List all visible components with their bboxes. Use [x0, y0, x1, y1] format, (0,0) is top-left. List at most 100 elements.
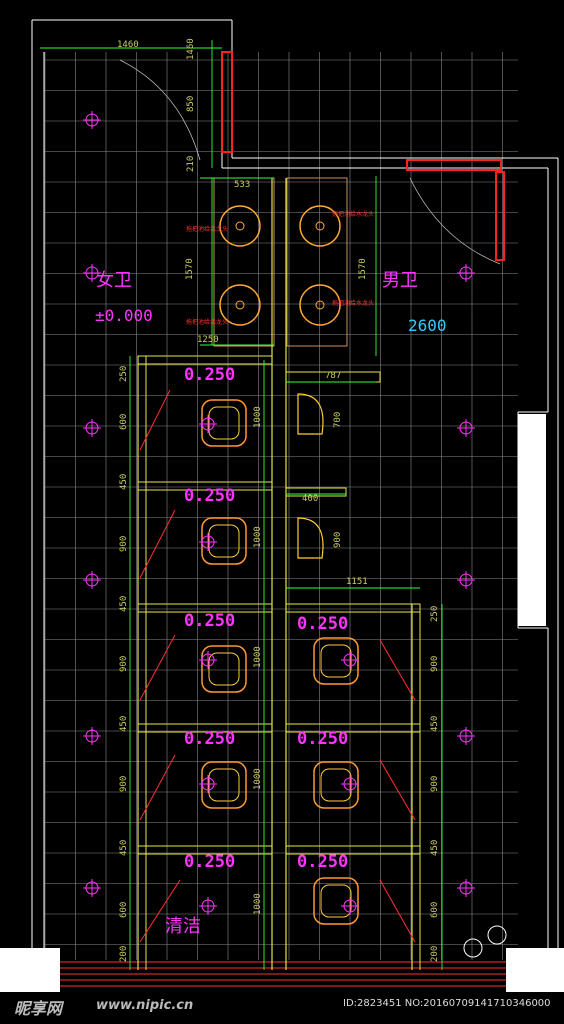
dimension-lines: [40, 40, 506, 1003]
dimension-text: 533: [234, 180, 251, 190]
dimension-text: 1460: [186, 38, 196, 60]
watermark-id: ID:2823451 NO:20160709141710346000: [343, 998, 551, 1009]
sink-counter: [286, 177, 348, 347]
dimension-text: 210: [186, 155, 196, 172]
dimension-text: 1000: [253, 768, 263, 790]
squat-toilet: [208, 768, 240, 802]
squat-toilet: [320, 644, 352, 678]
dimension-text: 450: [119, 473, 129, 490]
dimension-text: 450: [119, 715, 129, 732]
dimension-text: 1000: [253, 526, 263, 548]
dimension-text: 600: [430, 901, 440, 918]
stall-door: [139, 509, 176, 579]
stall-level-label: 0.250: [184, 729, 236, 749]
mop-sink: [463, 938, 483, 958]
dimension-text: 1000: [253, 406, 263, 428]
squat-toilet: [313, 637, 359, 685]
squat-toilet: [208, 652, 240, 686]
watermark-bar: [0, 992, 564, 1024]
squat-toilet: [201, 645, 247, 693]
dimension-text: 1460: [117, 40, 139, 50]
stall-level-label: 0.250: [184, 611, 236, 631]
dimension-text: 1000: [253, 646, 263, 668]
washbasin: [299, 205, 341, 247]
dimension-text: 400: [302, 494, 319, 504]
squat-toilet: [320, 768, 352, 802]
column-block: [518, 414, 546, 626]
sink-note: 拖把池给水龙头: [332, 300, 375, 307]
sink-note: 拖把池给水龙头: [186, 319, 229, 326]
column-block: [0, 948, 60, 992]
urinal-screen: [285, 487, 347, 497]
dimension-text: 1570: [358, 258, 368, 280]
dimension-text: 900: [119, 775, 129, 792]
dimension-text: 200: [430, 945, 440, 962]
stall-door: [139, 389, 171, 451]
dimension-text: 1000: [253, 893, 263, 915]
dimension-text: 450: [119, 839, 129, 856]
dimension-text: 787: [325, 371, 342, 381]
stall-level-label: 0.250: [297, 614, 349, 634]
dimension-text: 600: [119, 413, 129, 430]
washbasin: [299, 284, 341, 326]
walls: [0, 19, 564, 992]
dimension-text: 250: [430, 605, 440, 622]
dimension-text: 900: [430, 775, 440, 792]
washbasin-drain: [315, 221, 325, 231]
floor-level-label: ±0.000: [95, 306, 153, 325]
watermark-logo: 昵享网: [14, 999, 63, 1018]
dimension-text: 900: [430, 655, 440, 672]
watermark-url: www.nipic.cn: [96, 998, 194, 1013]
stall-door: [379, 759, 416, 821]
fixtures: [83, 111, 507, 970]
squat-toilet: [208, 406, 240, 440]
dimension-text: 900: [119, 655, 129, 672]
room-label-male: 男卫: [382, 270, 418, 291]
dimension-text: 850: [186, 95, 196, 112]
washbasin-drain: [315, 300, 325, 310]
floor-tile-grid: [44, 52, 518, 960]
dimension-text: 900: [333, 531, 343, 548]
room-label-female: 女卫: [96, 270, 132, 291]
urinal: [297, 517, 324, 559]
stall-wall: [137, 355, 273, 365]
stall-level-label: 0.250: [184, 365, 236, 385]
dimension-text: 1250: [197, 335, 219, 345]
stall-door: [139, 754, 176, 821]
squat-toilet: [313, 877, 359, 925]
urinal: [297, 393, 324, 435]
squat-toilet: [313, 761, 359, 809]
stall-door: [139, 634, 176, 701]
washbasin: [219, 205, 261, 247]
dimension-text: 700: [333, 411, 343, 428]
squat-toilet: [320, 884, 352, 918]
mop-sink: [487, 925, 507, 945]
door-swing: [409, 177, 501, 265]
window: [221, 51, 233, 153]
dimension-text: 450: [119, 595, 129, 612]
stall-level-label: 0.250: [297, 852, 349, 872]
dimension-text: 450: [430, 715, 440, 732]
sink-note: 拖把池给水龙头: [186, 226, 229, 233]
stall-level-label: 0.250: [184, 852, 236, 872]
dimension-text: 1151: [346, 577, 368, 587]
washbasin-drain: [235, 300, 245, 310]
washbasin: [219, 284, 261, 326]
squat-toilet: [208, 524, 240, 558]
dimension-text: 450: [430, 839, 440, 856]
elevation-label: 2600: [408, 316, 447, 335]
stall-door: [139, 879, 181, 943]
column-block: [506, 948, 564, 992]
washbasin-drain: [235, 221, 245, 231]
dimension-text: 1570: [185, 258, 195, 280]
room-label-cleaning: 清洁: [165, 916, 201, 937]
stall-door: [379, 879, 416, 943]
sink-note: 拖把池给水龙头: [332, 211, 375, 218]
stall-level-label: 0.250: [297, 729, 349, 749]
window: [406, 159, 502, 171]
door-swing: [119, 59, 201, 161]
stall-wall: [285, 603, 421, 613]
dimension-text: 900: [119, 535, 129, 552]
dimension-text: 600: [119, 901, 129, 918]
